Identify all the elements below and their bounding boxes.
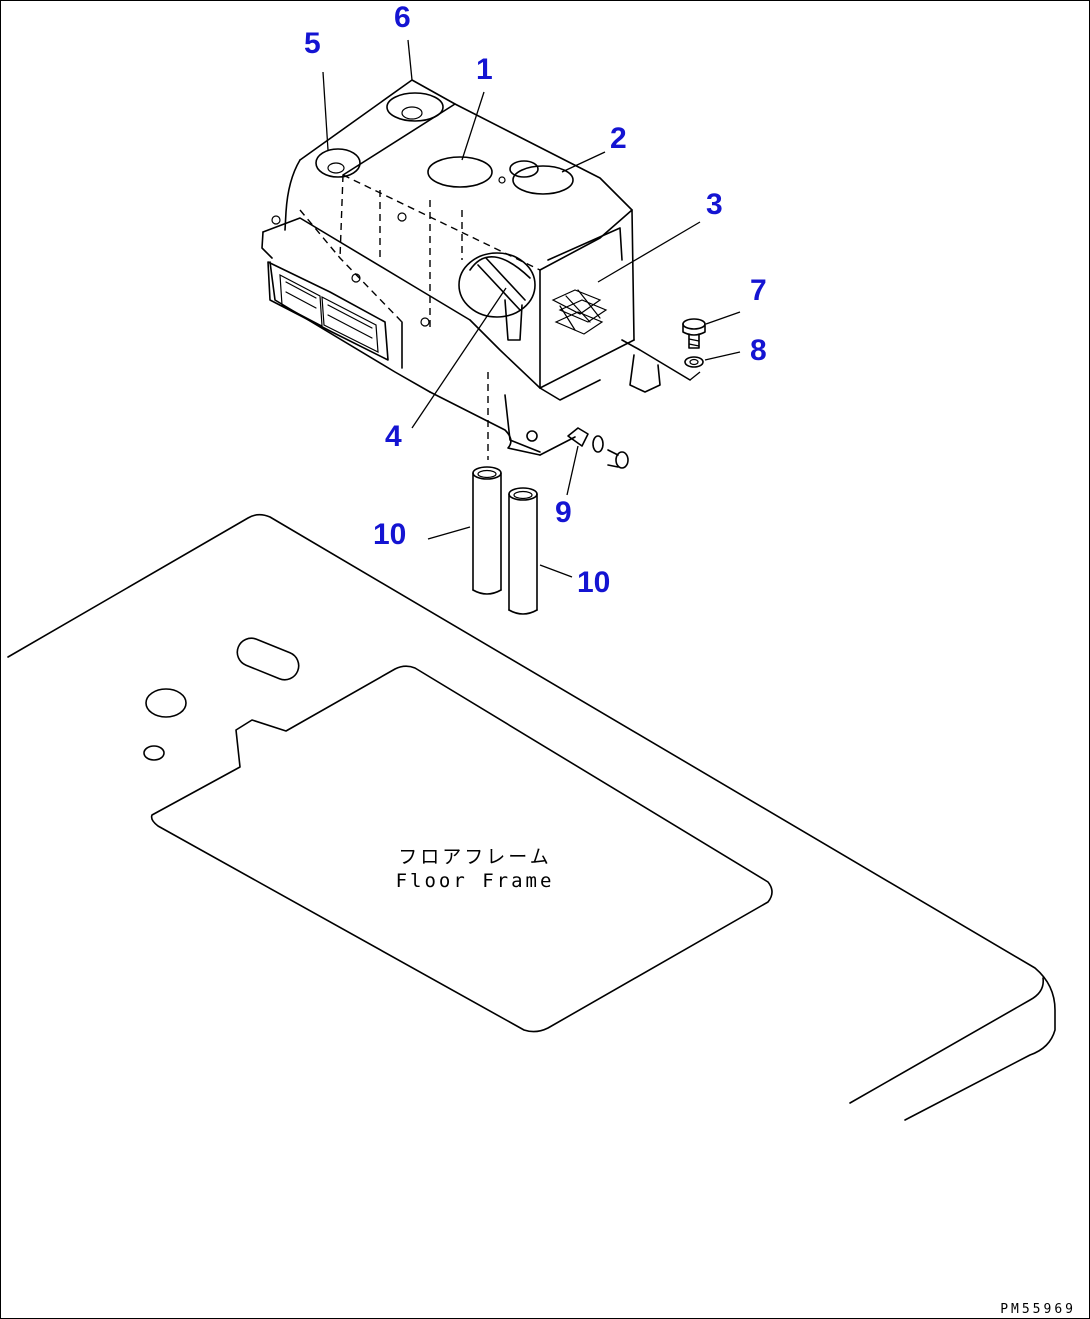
callout-4: 4 xyxy=(385,420,402,453)
washer-8 xyxy=(684,356,704,368)
leader-lines xyxy=(322,39,741,578)
callout-6: 6 xyxy=(394,1,411,34)
floor-frame-drawing xyxy=(7,513,1056,1121)
callout-5: 5 xyxy=(304,27,321,60)
callout-2: 2 xyxy=(610,122,627,155)
aircon-unit-drawing xyxy=(261,79,691,456)
callout-7: 7 xyxy=(750,274,767,307)
drawing-code: PM55969 xyxy=(1000,1302,1076,1317)
callout-3: 3 xyxy=(706,188,723,221)
callout-9: 9 xyxy=(555,496,572,529)
callout-10-left: 10 xyxy=(373,518,407,551)
callout-8: 8 xyxy=(750,334,767,367)
floor-frame-label: フロアフレーム Floor Frame xyxy=(390,846,560,894)
bolt-7 xyxy=(682,318,706,349)
pipe-10-left xyxy=(472,372,502,595)
floor-frame-label-en: Floor Frame xyxy=(395,869,555,892)
callout-1: 1 xyxy=(476,53,493,86)
bracket-9 xyxy=(567,427,629,469)
pipe-10-right xyxy=(508,487,538,615)
callout-10-right: 10 xyxy=(577,566,611,599)
floor-frame-label-jp: フロアフレーム xyxy=(398,846,552,868)
